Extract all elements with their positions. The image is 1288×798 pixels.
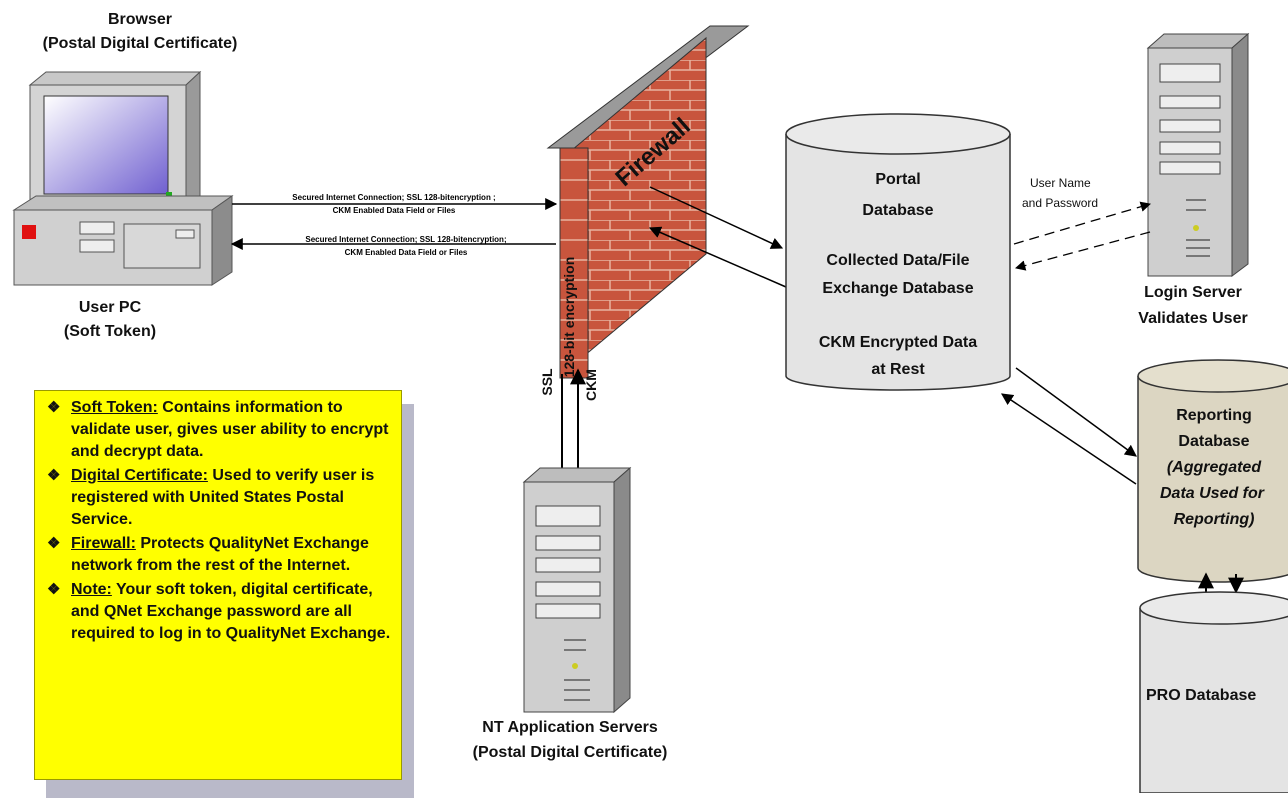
ckm-label: CKM: [583, 369, 599, 401]
legend-item-note: ❖Note: Your soft token, digital certific…: [47, 581, 391, 642]
legend-box: ❖Soft Token: Contains information to val…: [34, 390, 402, 780]
connection-top-line1: Secured Internet Connection; SSL 128-bit…: [292, 193, 496, 202]
nt-servers-line2: (Postal Digital Certificate): [472, 744, 668, 761]
reporting-db-line1: Reporting: [1176, 407, 1252, 424]
portal-to-firewall-arrow: [648, 226, 787, 288]
portal-db-line4: Exchange Database: [822, 280, 974, 297]
diamond-bullet-icon: ❖: [47, 581, 61, 598]
legend-item-firewall: ❖Firewall: Protects QualityNet Exchange …: [47, 535, 369, 574]
reporting-to-portal-arrow: [1001, 393, 1137, 485]
reporting-db-line2: Database: [1178, 433, 1250, 450]
firewall-to-portal-arrow: [649, 186, 784, 249]
nt-servers-line1: NT Application Servers: [482, 719, 658, 736]
credentials-line1: User Name: [1030, 176, 1091, 190]
portal-db-line6: at Rest: [871, 361, 925, 378]
diamond-bullet-icon: ❖: [47, 467, 61, 484]
portal-database-icon: [785, 113, 1011, 391]
credential-arrow-out: [1013, 201, 1151, 245]
ssl-label: SSL: [539, 368, 555, 396]
firewall-icon: [546, 25, 750, 379]
legend-item-soft-token: ❖Soft Token: Contains information to val…: [47, 399, 389, 460]
portal-db-line5: CKM Encrypted Data: [818, 334, 978, 351]
diamond-bullet-icon: ❖: [47, 535, 61, 552]
user-pc-title: User PC: [78, 299, 142, 316]
login-server-line2: Validates User: [1138, 310, 1248, 327]
user-pc-icon: [12, 70, 234, 286]
legend-item-digital-certificate: ❖Digital Certificate: Used to verify use…: [47, 467, 375, 528]
connection-top-line2: CKM Enabled Data Field or Files: [332, 206, 456, 215]
portal-db-line3: Collected Data/File: [826, 252, 970, 269]
credential-arrow-in: [1014, 231, 1151, 271]
reporting-db-line4: Data Used for: [1159, 485, 1265, 502]
portal-db-line2: Database: [862, 202, 934, 219]
reporting-db-line5: Reporting): [1173, 511, 1255, 528]
encryption-label: 128-bit encryption: [561, 257, 577, 378]
pro-db-label: PRO Database: [1146, 687, 1257, 704]
user-pc-subtitle: (Soft Token): [63, 323, 157, 340]
reporting-database-icon: [1137, 359, 1288, 583]
reporting-db-line3: (Aggregated: [1166, 459, 1262, 476]
login-server-icon: [1146, 32, 1250, 277]
nt-application-server-icon: [522, 466, 632, 714]
diamond-bullet-icon: ❖: [47, 399, 61, 416]
portal-db-line1: Portal: [875, 171, 921, 188]
connection-bottom-line2: CKM Enabled Data Field or Files: [344, 248, 468, 257]
credentials-line2: and Password: [1022, 196, 1099, 210]
browser-subtitle: (Postal Digital Certificate): [42, 35, 238, 52]
portal-to-reporting-arrow: [1015, 367, 1137, 457]
pro-database-icon: [1139, 591, 1288, 793]
connection-bottom-line1: Secured Internet Connection; SSL 128-bit…: [305, 235, 507, 244]
browser-title: Browser: [107, 11, 173, 28]
login-server-line1: Login Server: [1144, 284, 1242, 301]
